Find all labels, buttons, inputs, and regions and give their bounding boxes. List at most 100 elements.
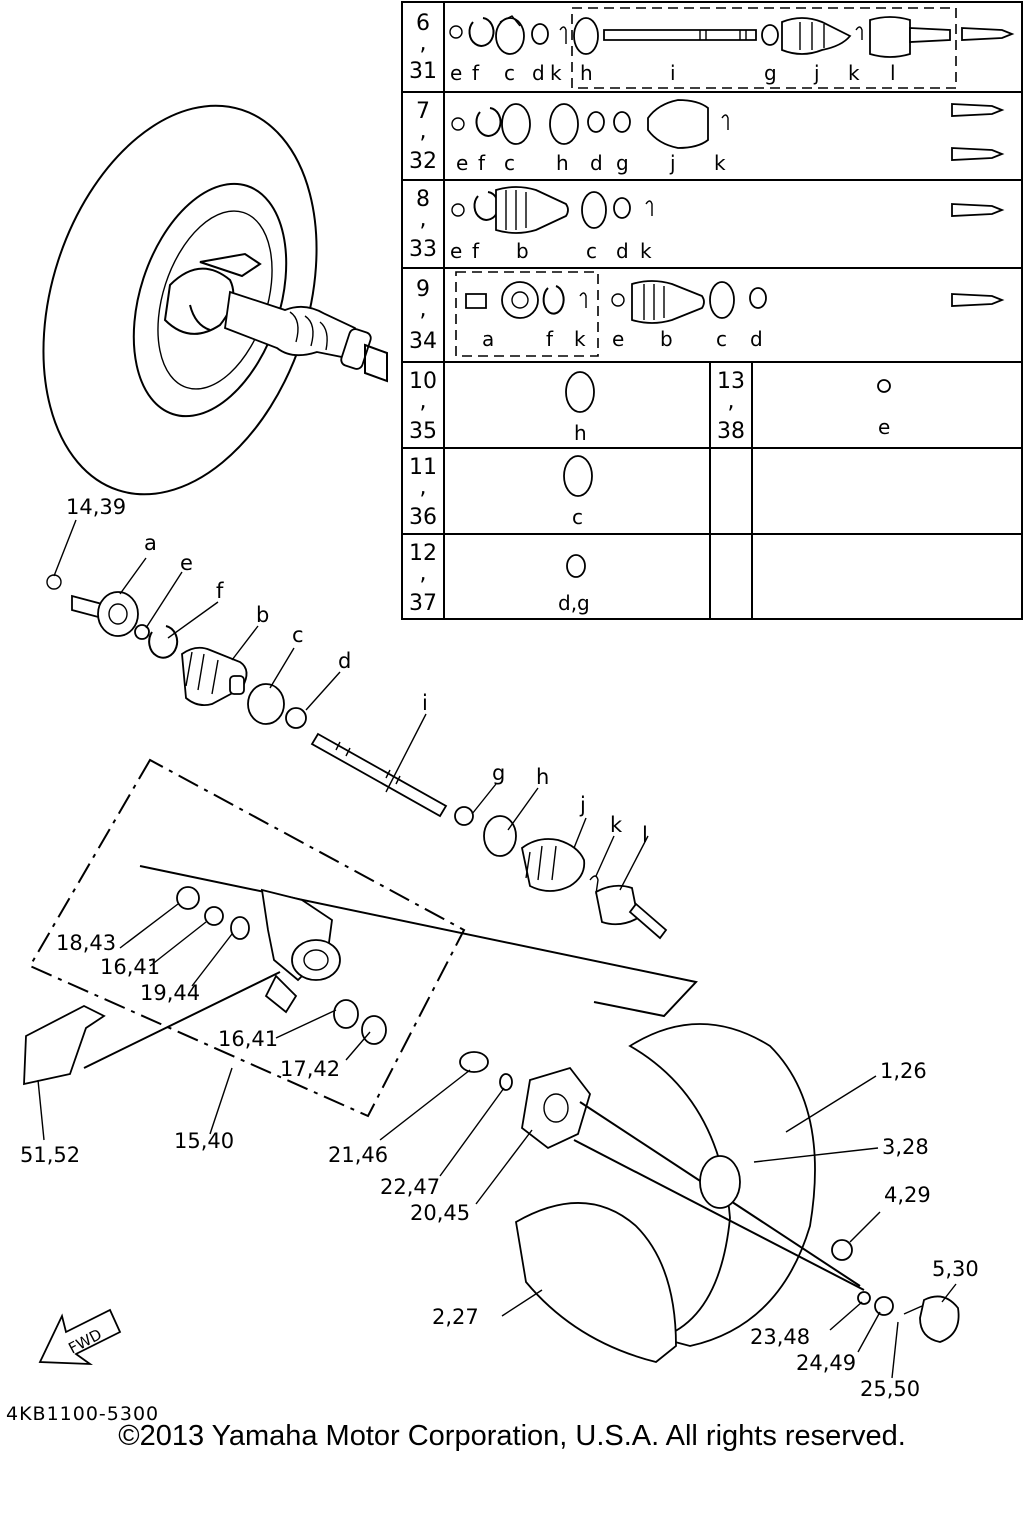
callout-j: j [579, 793, 586, 817]
table-row-8-33: 8 , 33 [409, 187, 437, 262]
svg-text:9: 9 [416, 277, 430, 302]
steering-knuckle [176, 886, 387, 1045]
svg-text:7: 7 [416, 99, 430, 124]
row-12-band-sketch [566, 554, 586, 578]
svg-text:,: , [420, 475, 427, 500]
table-row-9-34: 9 , 34 [409, 277, 437, 354]
svg-text:33: 33 [409, 237, 437, 262]
row-6-part-sketches [449, 15, 1015, 58]
svg-text:11: 11 [409, 455, 437, 480]
svg-text:j: j [669, 151, 676, 175]
svg-text:c: c [504, 61, 515, 85]
callout-a: a [144, 531, 157, 555]
svg-text:d: d [590, 151, 603, 175]
row-9-part-sketches [465, 280, 1005, 324]
callout-2-27: 2,27 [432, 1305, 479, 1329]
table-row-7-32: 7 , 32 [409, 99, 437, 174]
svg-text:c: c [504, 151, 515, 175]
svg-text:35: 35 [409, 419, 437, 444]
svg-text:e: e [612, 327, 624, 351]
svg-text:,: , [420, 389, 427, 414]
row-11-clamp-sketch [563, 455, 593, 497]
svg-text:34: 34 [409, 329, 437, 354]
callout-1-26: 1,26 [880, 1059, 927, 1083]
svg-text:37: 37 [409, 591, 437, 616]
row-13-letter: e [878, 415, 890, 439]
callout-25-50: 25,50 [860, 1377, 920, 1401]
svg-text:,: , [728, 389, 735, 414]
svg-text:g: g [616, 151, 629, 175]
row-13-circlip-sketch [877, 379, 891, 393]
svg-text:c: c [716, 327, 727, 351]
exploded-drive-shaft [46, 574, 668, 940]
leader-lines [37, 519, 957, 1379]
callout-19-44: 19,44 [140, 981, 200, 1005]
svg-text:k: k [640, 239, 652, 263]
row-8-part-sketches [451, 186, 1005, 234]
callout-h: h [536, 765, 549, 789]
svg-text:,: , [420, 297, 427, 322]
svg-text:g: g [764, 61, 777, 85]
callout-b: b [256, 603, 269, 627]
callout-17-42: 17,42 [280, 1057, 340, 1081]
svg-text:32: 32 [409, 149, 437, 174]
diagram-code: 4KB1100-5300 [6, 1403, 159, 1425]
table-row-13-38: 13 , 38 [717, 369, 745, 444]
callout-15-40: 15,40 [174, 1129, 234, 1153]
svg-text:10: 10 [409, 369, 437, 394]
svg-text:l: l [890, 61, 896, 85]
row-11-letter: c [572, 505, 583, 529]
svg-text:38: 38 [717, 419, 745, 444]
svg-text:h: h [556, 151, 569, 175]
callout-20-45: 20,45 [410, 1201, 470, 1225]
parts-reference-table: 6 , 31 7 , 32 8 , 33 9 , 34 10 , 35 13 ,… [401, 1, 1023, 620]
callout-k: k [610, 813, 623, 837]
svg-text:36: 36 [409, 505, 437, 530]
svg-text:e: e [450, 61, 462, 85]
callout-21-46: 21,46 [328, 1143, 388, 1167]
wheel-and-hub [459, 1023, 960, 1363]
svg-text:12: 12 [409, 541, 437, 566]
svg-text:b: b [660, 327, 673, 351]
row-7-letters: e f c h d g j k [456, 151, 726, 175]
svg-text:b: b [516, 239, 529, 263]
callout-16-41-upper: 16,41 [100, 955, 160, 979]
callout-14-39: 14,39 [66, 495, 126, 519]
callout-23-48: 23,48 [750, 1325, 810, 1349]
row-9-letters: a f k e b c d [482, 327, 763, 351]
svg-text:h: h [580, 61, 593, 85]
callout-24-49: 24,49 [796, 1351, 856, 1375]
forward-direction-arrow-icon: FWD [38, 1308, 122, 1366]
callout-i: i [422, 691, 428, 715]
callout-51-52: 51,52 [20, 1143, 80, 1167]
svg-text:k: k [714, 151, 726, 175]
svg-text:,: , [420, 31, 427, 56]
svg-text:6: 6 [416, 11, 430, 36]
svg-text:e: e [450, 239, 462, 263]
svg-text:,: , [420, 561, 427, 586]
svg-text:e: e [456, 151, 468, 175]
row-12-letter: d,g [558, 591, 590, 615]
svg-text:f: f [472, 61, 480, 85]
svg-text:,: , [420, 207, 427, 232]
svg-text:k: k [550, 61, 562, 85]
callout-3-28: 3,28 [882, 1135, 929, 1159]
svg-text:31: 31 [409, 59, 437, 84]
svg-text:d: d [750, 327, 763, 351]
table-row-10-35: 10 , 35 [409, 369, 437, 444]
knuckle-assembly-frame [28, 758, 466, 1118]
svg-text:f: f [478, 151, 486, 175]
copyright-notice: ©2013 Yamaha Motor Corporation, U.S.A. A… [118, 1420, 906, 1452]
svg-text:i: i [670, 61, 676, 85]
callout-c: c [292, 623, 304, 647]
svg-text:f: f [546, 327, 554, 351]
row-10-clamp-sketch [565, 371, 595, 413]
callout-5-30: 5,30 [932, 1257, 979, 1281]
svg-text:8: 8 [416, 187, 430, 212]
table-row-12-37: 12 , 37 [409, 541, 437, 616]
callout-e: e [180, 551, 193, 575]
svg-text:a: a [482, 327, 494, 351]
callout-f: f [216, 579, 224, 603]
row-6-letters: e f c d k h i g j k l [450, 61, 896, 85]
